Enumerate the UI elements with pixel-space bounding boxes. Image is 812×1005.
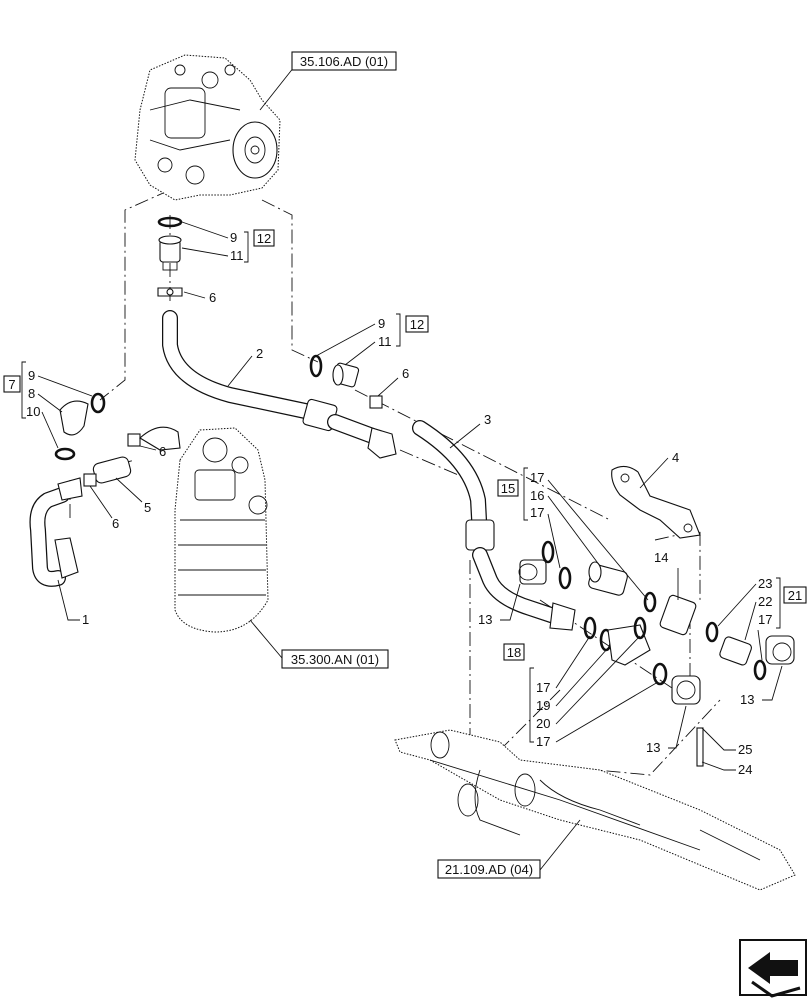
svg-text:10: 10 (26, 404, 40, 419)
svg-text:21.109.AD (04): 21.109.AD (04) (445, 862, 533, 877)
svg-text:11: 11 (378, 334, 392, 349)
svg-text:18: 18 (507, 645, 521, 660)
svg-text:7: 7 (8, 377, 15, 392)
svg-text:13: 13 (646, 740, 660, 755)
svg-text:20: 20 (536, 716, 550, 731)
svg-text:15: 15 (501, 481, 515, 496)
svg-text:14: 14 (654, 550, 668, 565)
svg-text:9: 9 (28, 368, 35, 383)
svg-text:6: 6 (209, 290, 216, 305)
manifold-assembly (394, 729, 796, 891)
svg-text:1: 1 (82, 612, 89, 627)
svg-text:17: 17 (536, 734, 550, 749)
hose-2 (162, 310, 397, 459)
svg-text:24: 24 (738, 762, 752, 777)
sleeve-5-and-clamps (83, 426, 181, 487)
svg-text:9: 9 (230, 230, 237, 245)
hose-1 (29, 477, 83, 587)
svg-text:11: 11 (230, 248, 244, 263)
svg-text:21: 21 (788, 588, 802, 603)
svg-text:3: 3 (484, 412, 491, 427)
next-page-arrow-icon[interactable] (739, 939, 807, 998)
svg-text:4: 4 (672, 450, 679, 465)
svg-text:23: 23 (758, 576, 772, 591)
svg-text:19: 19 (536, 698, 550, 713)
svg-text:6: 6 (112, 516, 119, 531)
bracket-4 (611, 465, 701, 539)
svg-text:12: 12 (410, 317, 424, 332)
svg-text:22: 22 (758, 594, 772, 609)
svg-text:13: 13 (478, 612, 492, 627)
svg-text:16: 16 (530, 488, 544, 503)
callout-labels: 9 11 12 6 9 11 12 6 2 3 4 7 9 8 (3, 221, 807, 777)
svg-text:6: 6 (402, 366, 409, 381)
svg-text:5: 5 (144, 500, 151, 515)
svg-text:13: 13 (740, 692, 754, 707)
reference-pump[interactable]: 35.106.AD (01) (259, 51, 397, 111)
svg-text:35.300.AN (01): 35.300.AN (01) (291, 652, 379, 667)
filter-assembly (174, 427, 269, 633)
svg-text:17: 17 (530, 505, 544, 520)
svg-text:35.106.AD (01): 35.106.AD (01) (300, 54, 388, 69)
hose2-fitting-stack (309, 354, 383, 409)
reference-filter[interactable]: 35.300.AN (01) (249, 619, 389, 669)
svg-text:12: 12 (257, 231, 271, 246)
svg-text:17: 17 (530, 470, 544, 485)
tee-fitting-group (518, 540, 795, 767)
svg-text:17: 17 (758, 612, 772, 627)
hydraulic-pump-assembly (134, 54, 281, 201)
hose-3 (412, 420, 576, 631)
pump-fitting-stack (157, 216, 183, 297)
svg-text:6: 6 (159, 444, 166, 459)
svg-text:8: 8 (28, 386, 35, 401)
svg-text:17: 17 (536, 680, 550, 695)
svg-text:25: 25 (738, 742, 752, 757)
reference-manifold[interactable]: 21.109.AD (04) (437, 819, 581, 879)
left-fitting-stack (54, 392, 106, 461)
svg-text:9: 9 (378, 316, 385, 331)
svg-text:2: 2 (256, 346, 263, 361)
